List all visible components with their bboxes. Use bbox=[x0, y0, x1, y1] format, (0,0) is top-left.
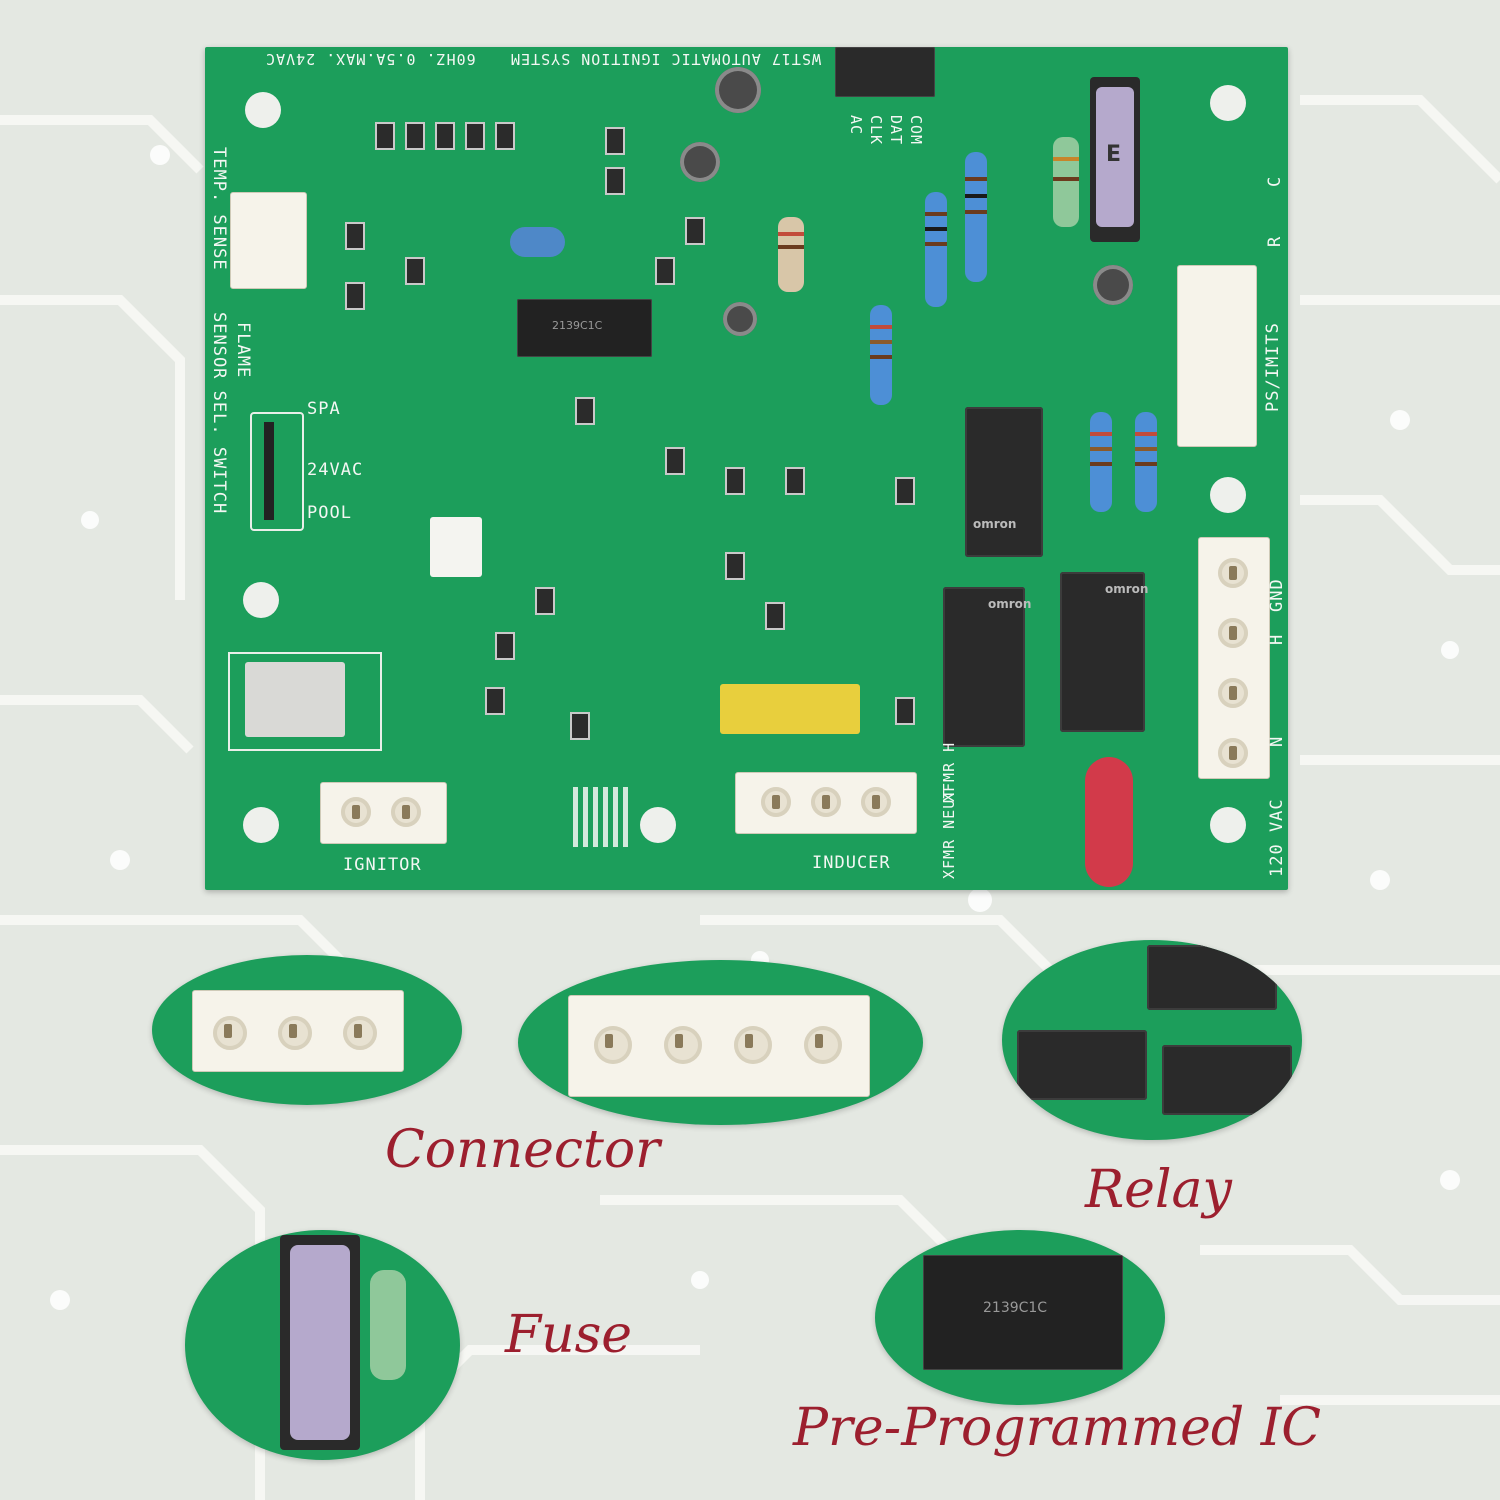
smd-resistor bbox=[405, 257, 425, 285]
ac-connector-closeup bbox=[518, 960, 923, 1125]
smd-resistor bbox=[375, 122, 395, 150]
smd-resistor bbox=[345, 222, 365, 250]
ps-limits-connector[interactable] bbox=[1177, 265, 1257, 447]
switch-label-spa: SPA bbox=[307, 399, 341, 419]
relay-brand: omron bbox=[973, 517, 1017, 531]
ac-power-connector[interactable] bbox=[1198, 537, 1270, 779]
safety-capacitor bbox=[720, 684, 860, 734]
vac-label: 120 VAC bbox=[1267, 798, 1287, 877]
inducer-connector-closeup bbox=[152, 955, 462, 1105]
smd-resistor bbox=[655, 257, 675, 285]
resistor bbox=[1135, 412, 1157, 512]
smd-resistor bbox=[575, 397, 595, 425]
relay-k1: omron bbox=[943, 587, 1031, 747]
board-rating-text: 60HZ. 0.5A.MAX. 24VAC bbox=[265, 50, 476, 68]
temp-sense-connector[interactable] bbox=[230, 192, 307, 289]
qr-code bbox=[573, 787, 633, 847]
fuse-letter: E bbox=[1106, 142, 1122, 167]
transistor-q1 bbox=[228, 652, 382, 751]
smd-resistor bbox=[895, 477, 915, 505]
fuse-callout-label: Fuse bbox=[505, 1305, 633, 1365]
varistor-rv2 bbox=[1085, 757, 1133, 887]
mounting-hole-st2 bbox=[243, 582, 279, 618]
resistor bbox=[1090, 412, 1112, 512]
switch-label-24vac: 24VAC bbox=[307, 460, 364, 480]
xfmr-neut-label: XFMR NEUT bbox=[940, 788, 958, 879]
relay-brand: omron bbox=[988, 597, 1032, 611]
mounting-hole-st7 bbox=[1210, 477, 1246, 513]
flame-label: FLAME bbox=[233, 322, 253, 379]
smd-resistor bbox=[495, 122, 515, 150]
conn-label-dat: DAT bbox=[887, 115, 905, 146]
smd-resistor bbox=[665, 447, 685, 475]
optocoupler-u1 bbox=[430, 517, 482, 577]
mounting-hole-st1 bbox=[243, 807, 279, 843]
smd-resistor bbox=[895, 697, 915, 725]
smd-resistor bbox=[725, 552, 745, 580]
electrolytic-capacitor bbox=[715, 67, 761, 113]
ic-closeup: 2139C1C bbox=[875, 1230, 1165, 1405]
main-ic-u2: 2139C1C bbox=[517, 299, 652, 357]
power-resistor bbox=[925, 192, 947, 307]
gnd-label: GND bbox=[1267, 578, 1287, 612]
c-label: C bbox=[1265, 175, 1285, 187]
mounting-hole-st6 bbox=[1210, 807, 1246, 843]
sensor-select-switch[interactable] bbox=[250, 412, 304, 531]
smd-resistor bbox=[405, 122, 425, 150]
mounting-hole-st5 bbox=[640, 807, 676, 843]
crystal-y1 bbox=[510, 227, 565, 257]
smd-resistor bbox=[765, 602, 785, 630]
programming-header[interactable] bbox=[835, 47, 935, 97]
control-board: WST17 AUTOMATIC IGNITION SYSTEM 60HZ. 0.… bbox=[205, 47, 1288, 890]
connector-callout-label: Connector bbox=[385, 1120, 661, 1180]
resistor bbox=[1053, 137, 1079, 227]
h-label: H bbox=[1267, 633, 1287, 645]
electrolytic-capacitor bbox=[723, 302, 757, 336]
n-label: N bbox=[1267, 735, 1287, 747]
smd-resistor bbox=[435, 122, 455, 150]
fuse: E bbox=[1090, 77, 1140, 242]
smd-resistor bbox=[725, 467, 745, 495]
ic-closeup-marking: 2139C1C bbox=[983, 1300, 1048, 1316]
board-header-text: WST17 AUTOMATIC IGNITION SYSTEM bbox=[510, 50, 821, 68]
ic-marking: 2139C1C bbox=[552, 319, 603, 332]
conn-label-com: COM bbox=[907, 115, 925, 146]
smd-resistor bbox=[570, 712, 590, 740]
ps-limits-label: PS/IMITS bbox=[1263, 322, 1283, 412]
resistor bbox=[778, 217, 804, 292]
ic-callout-label: Pre-Programmed IC bbox=[793, 1398, 1322, 1458]
smd-resistor bbox=[685, 217, 705, 245]
smd-resistor bbox=[785, 467, 805, 495]
electrolytic-capacitor bbox=[1093, 265, 1133, 305]
relay-brand: omron bbox=[1105, 582, 1149, 596]
sensor-sel-switch-label: SENSOR SEL. SWITCH bbox=[209, 312, 229, 515]
conn-label-clk: CLK bbox=[867, 115, 885, 146]
smd-resistor bbox=[485, 687, 505, 715]
temp-sense-label: TEMP. SENSE bbox=[209, 147, 229, 271]
smd-resistor bbox=[605, 167, 625, 195]
smd-resistor bbox=[495, 632, 515, 660]
ignitor-connector[interactable] bbox=[320, 782, 447, 844]
ignitor-label: IGNITOR bbox=[343, 855, 422, 875]
relay-k2: omron bbox=[965, 407, 1043, 557]
mounting-hole-st3 bbox=[245, 92, 281, 128]
smd-resistor bbox=[605, 127, 625, 155]
power-resistor bbox=[965, 152, 987, 282]
relay-k3: omron bbox=[1060, 572, 1149, 732]
switch-label-pool: POOL bbox=[307, 503, 352, 523]
smd-resistor bbox=[465, 122, 485, 150]
electrolytic-capacitor bbox=[680, 142, 720, 182]
r-label: R bbox=[1265, 235, 1285, 247]
smd-resistor bbox=[535, 587, 555, 615]
resistor bbox=[870, 305, 892, 405]
inducer-connector[interactable] bbox=[735, 772, 917, 834]
inducer-label: INDUCER bbox=[812, 853, 891, 873]
conn-label-ac: AC bbox=[847, 115, 865, 136]
fuse-closeup bbox=[185, 1230, 460, 1460]
smd-resistor bbox=[345, 282, 365, 310]
mounting-hole-st8 bbox=[1210, 85, 1246, 121]
relay-callout-label: Relay bbox=[1085, 1160, 1232, 1220]
relay-closeup bbox=[1002, 940, 1302, 1140]
